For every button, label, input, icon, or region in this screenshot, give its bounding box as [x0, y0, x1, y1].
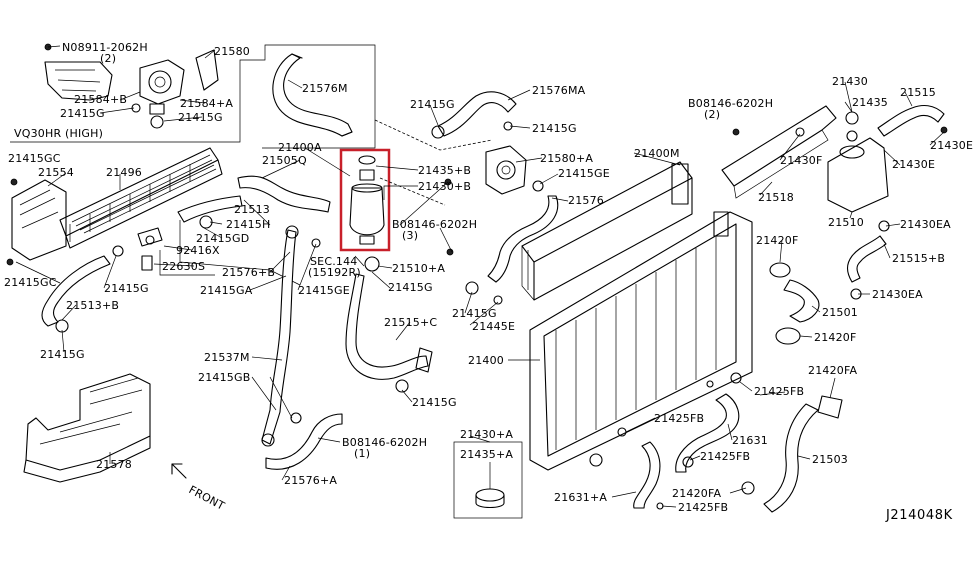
hose-21515c	[345, 256, 433, 393]
bypass-pipe-21537m	[261, 225, 343, 470]
label-21430e-b: 21430E	[892, 158, 935, 171]
label-21415gc-b: 21415GC	[4, 276, 57, 289]
undercover-21578	[23, 373, 187, 483]
label-21430b: 21430+B	[418, 180, 471, 193]
label-21415g-f: 21415G	[104, 282, 149, 295]
label-21430: 21430	[832, 75, 868, 88]
label-21501: 21501	[822, 306, 858, 319]
radiator-21400	[444, 161, 753, 471]
label-21415g-d: 21415G	[532, 122, 577, 135]
label-21420f-b: 21420F	[814, 331, 857, 344]
label-n08911-qty: (2)	[100, 52, 116, 65]
label-21631a: 21631+A	[554, 491, 607, 504]
label-21515: 21515	[900, 86, 936, 99]
label-21584b: 21584+B	[74, 93, 127, 106]
label-21415ge-b: 21415GE	[298, 284, 350, 297]
label-21435b: 21435+B	[418, 164, 471, 177]
label-21576ma: 21576MA	[532, 84, 586, 97]
label-21415h: 21415H	[226, 218, 270, 231]
label-21430ea-b: 21430EA	[872, 288, 923, 301]
label-21576a: 21576+A	[284, 474, 337, 487]
label-b08146-b: B08146-6202H	[392, 218, 477, 231]
label-21430ea-a: 21430EA	[900, 218, 951, 231]
label-21415gb: 21415GB	[198, 371, 250, 384]
label-92416x: 92416X	[176, 244, 220, 257]
label-21430f: 21430F	[780, 154, 823, 167]
label-b08146-a: B08146-6202H	[688, 97, 773, 110]
label-b08146-c-qty: (1)	[354, 447, 370, 460]
label-21510a: 21510+A	[392, 262, 445, 275]
label-21503: 21503	[812, 453, 848, 466]
label-21584a: 21584+A	[180, 97, 233, 110]
label-21400m: 21400M	[634, 147, 680, 160]
label-b08146-b-qty: (3)	[402, 229, 418, 242]
label-21415g-i: 21415G	[412, 396, 457, 409]
leader-lines	[15, 45, 945, 508]
label-b08146-c: B08146-6202H	[342, 436, 427, 449]
diagram-code: J214048K	[885, 508, 953, 523]
label-vq30hr: VQ30HR (HIGH)	[14, 127, 103, 140]
label-22630s: 22630S	[162, 260, 205, 273]
label-21415gc-a: 21415GC	[8, 152, 61, 165]
label-21415g-c: 21415G	[410, 98, 455, 111]
label-15192r: (15192R)	[308, 266, 361, 279]
label-21415g-g: 21415G	[452, 307, 497, 320]
label-21415g-e: 21415G	[388, 281, 433, 294]
label-21576: 21576	[568, 194, 604, 207]
oil-cooler-21496	[6, 147, 223, 266]
label-21576m: 21576M	[302, 82, 348, 95]
label-21513b: 21513+B	[66, 299, 119, 312]
hoses-right	[633, 262, 843, 513]
label-21420fa: 21420FA	[808, 364, 858, 377]
label-21580a: 21580+A	[540, 152, 593, 165]
label-21415ge-a: 21415GE	[558, 167, 610, 180]
highlight-box	[339, 148, 391, 252]
label-21518: 21518	[758, 191, 794, 204]
label-21515c: 21515+C	[384, 316, 437, 329]
label-b08146-a-qty: (2)	[704, 108, 720, 121]
front-label: FRONT	[187, 483, 227, 513]
label-21496: 21496	[106, 166, 142, 179]
label-21505q: 21505Q	[262, 154, 307, 167]
label-21554: 21554	[38, 166, 74, 179]
reservoir-21430b	[339, 148, 391, 252]
label-21435a: 21435+A	[460, 448, 513, 461]
label-21578: 21578	[96, 458, 132, 471]
label-21400a: 21400A	[278, 141, 322, 154]
label-21415g-h: 21415G	[40, 348, 85, 361]
reservoir-21510	[721, 104, 948, 300]
label-21420f-a: 21420F	[756, 234, 799, 247]
label-n08911: N08911-2062H	[62, 41, 148, 54]
cap-inset	[453, 441, 523, 519]
label-21445e: 21445E	[472, 320, 515, 333]
label-21435: 21435	[852, 96, 888, 109]
label-21430a: 21430+A	[460, 428, 513, 441]
label-21515b: 21515+B	[892, 252, 945, 265]
label-21420fa-b: 21420FA	[672, 487, 722, 500]
label-21415g-a: 21415G	[60, 107, 105, 120]
label-21415g-b: 21415G	[178, 111, 223, 124]
label-21631: 21631	[732, 434, 768, 447]
label-21400: 21400	[468, 354, 504, 367]
label-21415ga: 21415GA	[200, 284, 253, 297]
label-21580: 21580	[214, 45, 250, 58]
label-21510: 21510	[828, 216, 864, 229]
label-21425fb-b: 21425FB	[654, 412, 704, 425]
label-21430e-a: 21430E	[930, 139, 973, 152]
label-21425fb-c: 21425FB	[700, 450, 750, 463]
label-21415gd: 21415GD	[196, 232, 249, 245]
label-21513: 21513	[234, 203, 270, 216]
water-outlet-21580a	[431, 91, 559, 283]
label-21537m: 21537M	[204, 351, 250, 364]
part-labels: N08911-2062H (2) 21580 21576M 21584+B 21…	[4, 41, 973, 523]
label-21576b: 21576+B	[222, 266, 275, 279]
label-sec144: SEC.144	[310, 255, 358, 268]
label-21425fb-a: 21425FB	[754, 385, 804, 398]
hoses-left	[41, 175, 331, 333]
label-21425fb-d: 21425FB	[678, 501, 728, 514]
